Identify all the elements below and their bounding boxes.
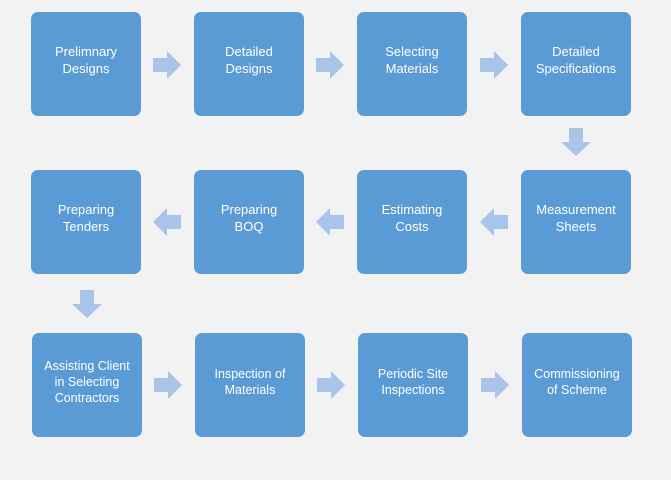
- step-label: Commissioning of Scheme: [534, 367, 620, 397]
- step-label: Preparing Tenders: [57, 202, 115, 234]
- step-detailed-specifications: Detailed Specifications: [521, 12, 631, 116]
- arrow-down-icon: [561, 128, 591, 156]
- step-label: Measurement Sheets: [536, 202, 616, 234]
- step-selecting-materials: Selecting Materials: [357, 12, 467, 116]
- arrow-left-icon: [480, 208, 508, 236]
- step-preliminary-designs: Prelimnary Designs: [31, 12, 141, 116]
- arrow-right-icon: [317, 371, 345, 399]
- step-preparing-boq: Preparing BOQ: [194, 170, 304, 274]
- step-detailed-designs: Detailed Designs: [194, 12, 304, 116]
- step-label: Detailed Specifications: [535, 44, 617, 76]
- step-label: Preparing BOQ: [220, 202, 278, 234]
- arrow-right-icon: [153, 51, 181, 79]
- step-label: Periodic Site Inspections: [377, 367, 449, 397]
- step-preparing-tenders: Preparing Tenders: [31, 170, 141, 274]
- step-label: Inspection of Materials: [214, 367, 286, 397]
- arrow-right-icon: [316, 51, 344, 79]
- step-label: Estimating Costs: [381, 202, 443, 234]
- step-periodic-site-inspections: Periodic Site Inspections: [358, 333, 468, 437]
- step-label: Prelimnary Designs: [54, 44, 118, 76]
- step-label: Selecting Materials: [385, 44, 439, 76]
- arrow-right-icon: [480, 51, 508, 79]
- step-commissioning-of-scheme: Commissioning of Scheme: [522, 333, 632, 437]
- step-label: Detailed Designs: [225, 44, 273, 76]
- step-measurement-sheets: Measurement Sheets: [521, 170, 631, 274]
- step-assisting-client: Assisting Client in Selecting Contractor…: [32, 333, 142, 437]
- step-label: Assisting Client in Selecting Contractor…: [44, 359, 130, 405]
- arrow-right-icon: [154, 371, 182, 399]
- arrow-left-icon: [153, 208, 181, 236]
- arrow-right-icon: [481, 371, 509, 399]
- step-inspection-of-materials: Inspection of Materials: [195, 333, 305, 437]
- step-estimating-costs: Estimating Costs: [357, 170, 467, 274]
- arrow-left-icon: [316, 208, 344, 236]
- arrow-down-icon: [72, 290, 102, 318]
